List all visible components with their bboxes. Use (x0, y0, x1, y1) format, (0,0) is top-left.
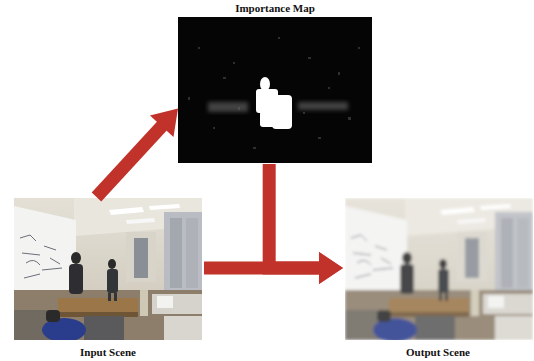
panel-caption: Importance Map (235, 1, 315, 15)
importance-map-image (178, 17, 372, 163)
panel-caption: Output Scene (406, 345, 470, 359)
arrow-shaft (204, 262, 320, 275)
panel-caption: Input Scene (80, 345, 136, 359)
output-scene-photo (345, 198, 533, 340)
arrow-head (319, 252, 343, 284)
arrow-shaft (96, 125, 162, 197)
flow-arrow (96, 109, 178, 197)
arrow-shaft (269, 164, 320, 268)
image-panel: Output Scene (343, 197, 533, 359)
arrow-head (319, 252, 343, 284)
image-panel: Importance Map (178, 1, 372, 164)
image-panel: Input Scene (12, 197, 204, 359)
input-scene-photo (14, 198, 202, 340)
flow-arrow (204, 252, 343, 284)
arrow-head (150, 109, 178, 137)
